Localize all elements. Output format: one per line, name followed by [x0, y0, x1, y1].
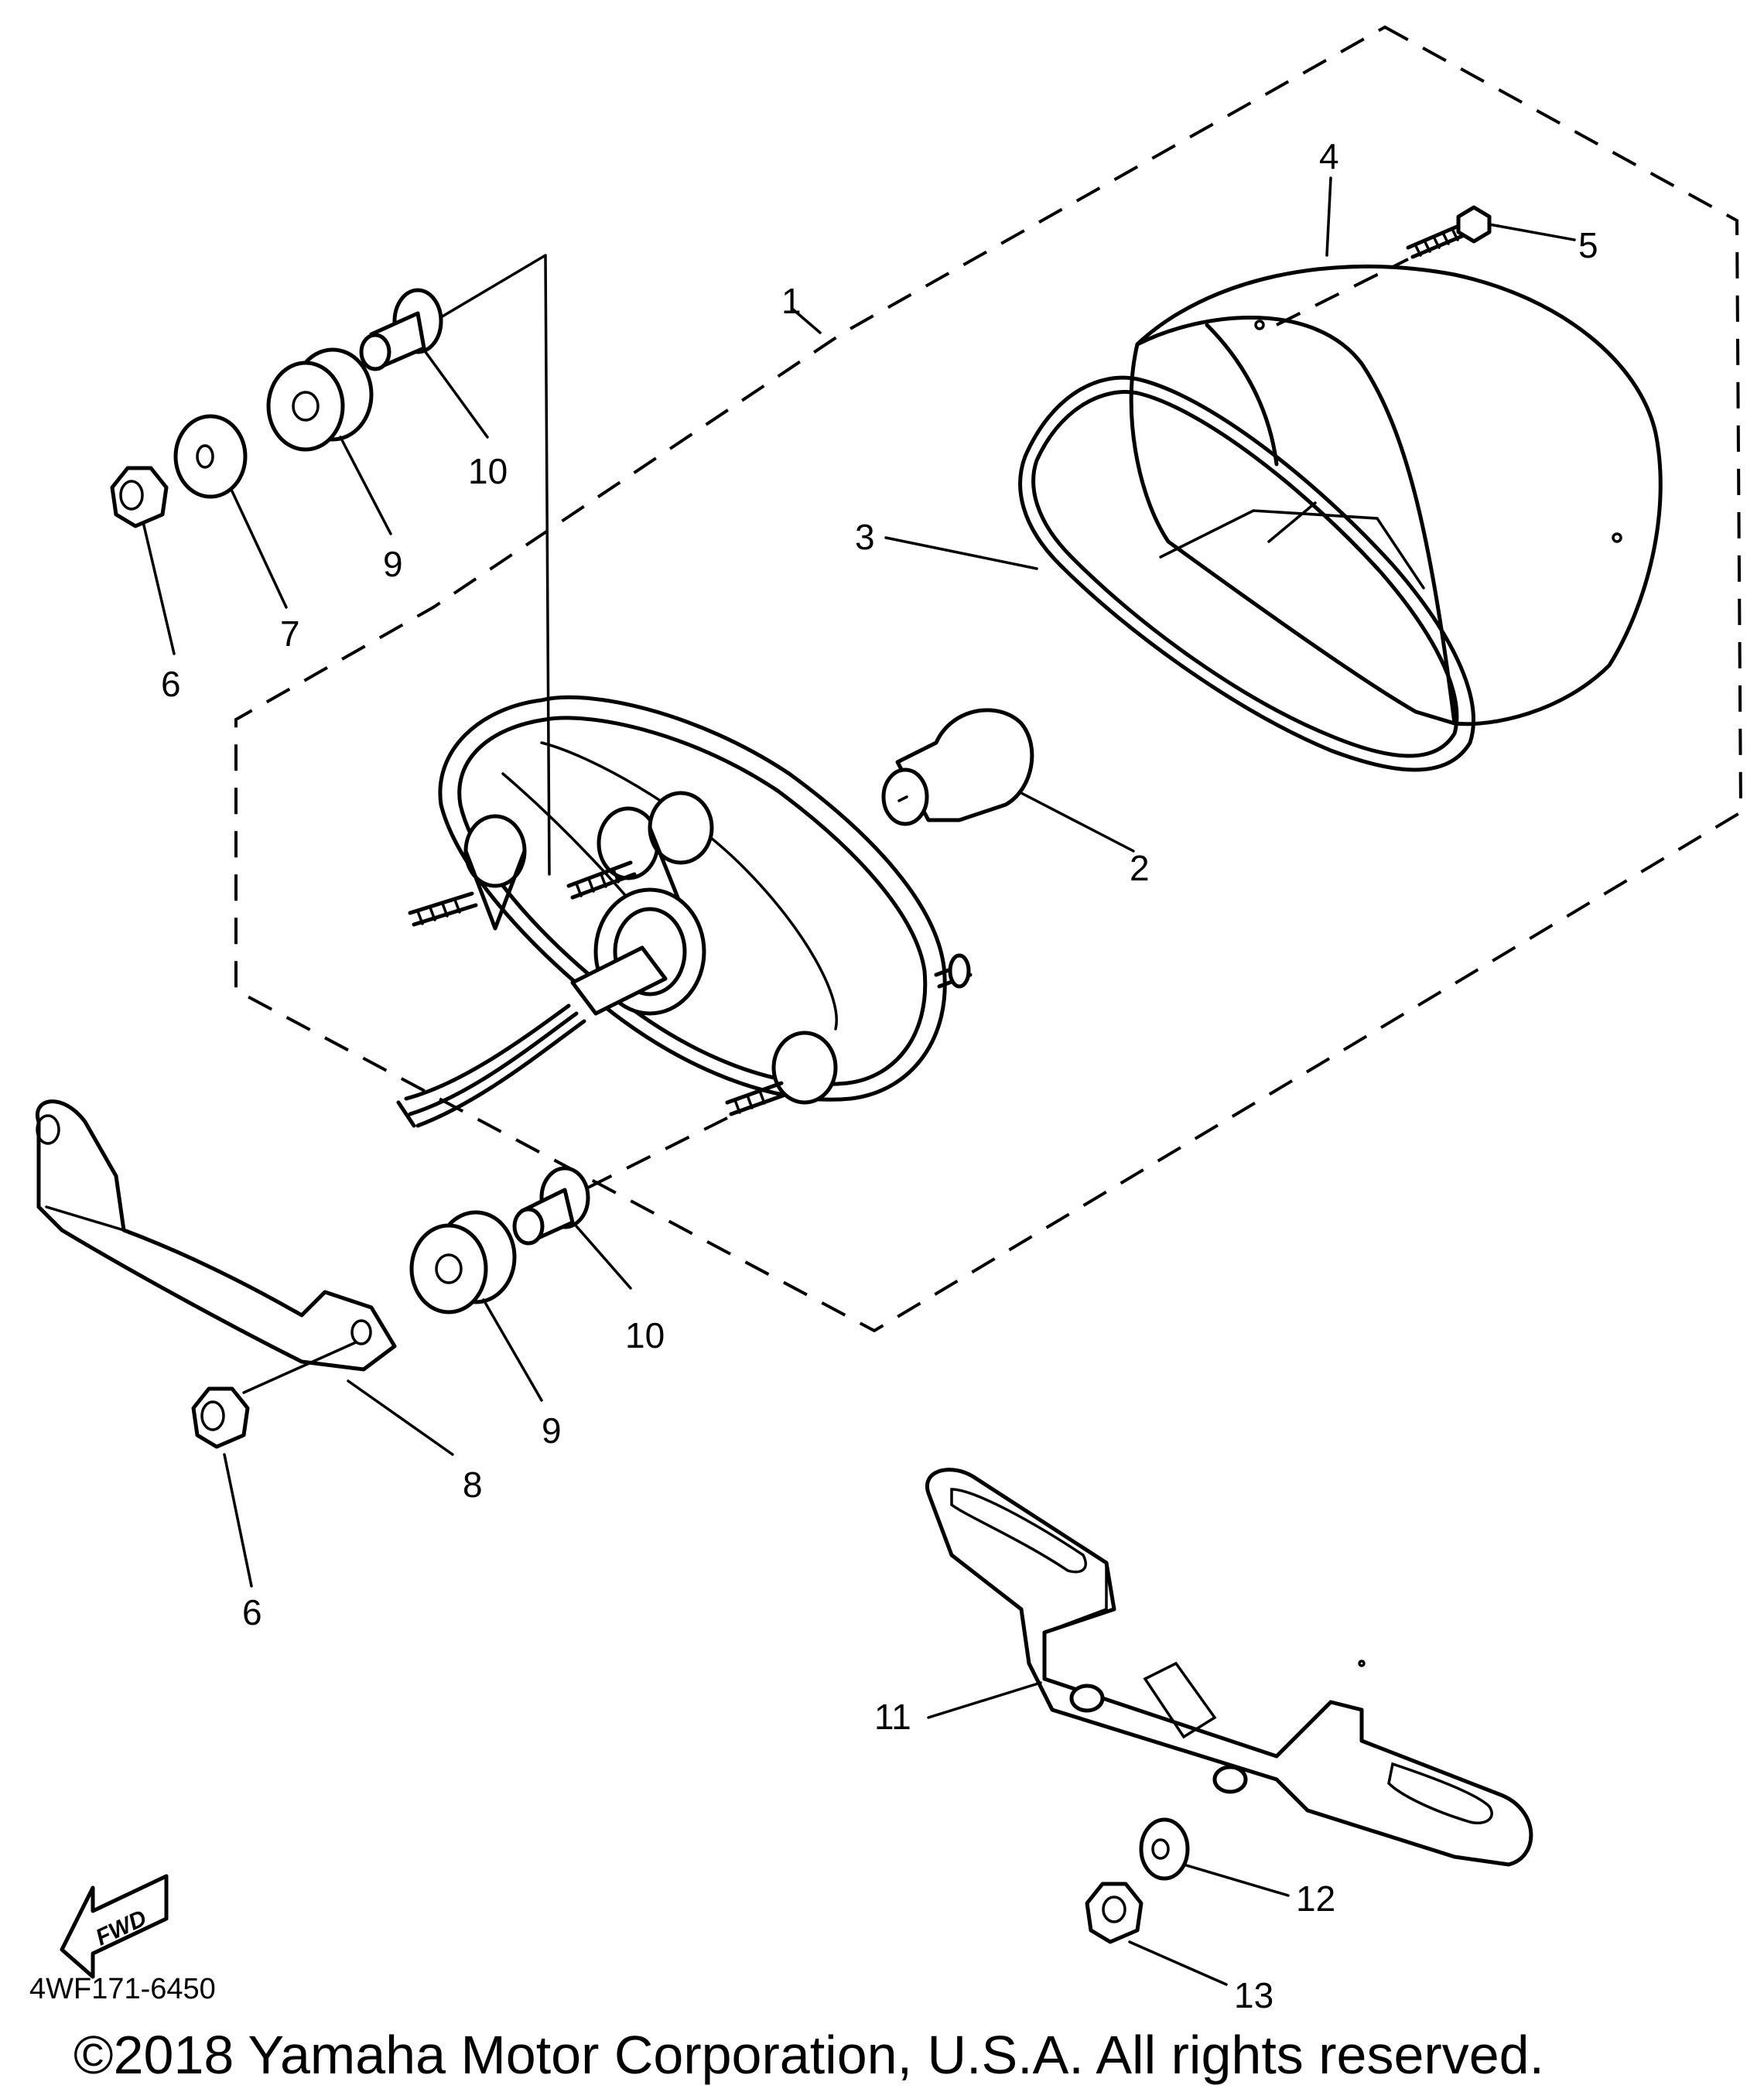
callout-5: 5 [1578, 225, 1598, 265]
callout-13: 13 [1234, 1975, 1273, 2015]
part-10-collar-upper [359, 288, 443, 371]
stud-bottom [725, 1081, 788, 1116]
part-10-collar-lower [512, 1116, 728, 1246]
callout-2: 2 [1130, 848, 1150, 888]
callout-10a: 10 [468, 451, 508, 491]
callout-7: 7 [280, 614, 300, 654]
fwd-arrow-icon: FWD [60, 1874, 169, 1979]
part-13-nut [1085, 1882, 1144, 1944]
stud-left [408, 891, 478, 927]
part-8-stay [36, 1099, 397, 1372]
callout-10b: 10 [625, 1315, 665, 1355]
callout-3: 3 [855, 517, 875, 557]
stud-right [934, 953, 973, 989]
assembly-boundary [234, 25, 1743, 1333]
callout-4: 4 [1319, 136, 1339, 176]
part-9-grommet-lower [409, 1210, 517, 1314]
leader-upper-hardware [439, 254, 551, 876]
callout-6a: 6 [161, 664, 181, 704]
part-2-bulb [881, 708, 1034, 826]
diagram-code: 4WF171-6450 [29, 1973, 216, 2005]
callout-12: 12 [1296, 1878, 1335, 1919]
part-3-gasket [1018, 375, 1475, 772]
part-9-grommet-upper [266, 347, 374, 452]
stud-center [566, 860, 637, 900]
callout-11: 11 [874, 1697, 911, 1737]
callout-9b: 9 [542, 1410, 562, 1451]
callout-6b: 6 [242, 1592, 262, 1632]
part-5-screw [1276, 205, 1492, 326]
part-4-lens [1129, 264, 1663, 726]
copyright-notice: ©2018 Yamaha Motor Corporation, U.S.A. A… [74, 2025, 1544, 2085]
leader-lines [142, 176, 1576, 1986]
part-11-bracket [925, 1468, 1533, 1867]
taillight-body [396, 695, 973, 1128]
part-6-nut-upper [110, 466, 169, 528]
callout-labels: 1 2 3 4 5 6 6 7 8 9 9 10 10 11 12 13 [161, 136, 1598, 2015]
callout-1: 1 [781, 281, 802, 321]
part-7-washer [173, 414, 248, 499]
part-6-nut-lower [191, 1341, 357, 1449]
part-12-washer [1139, 1817, 1190, 1881]
callout-9a: 9 [383, 544, 403, 584]
callout-8: 8 [463, 1465, 483, 1505]
